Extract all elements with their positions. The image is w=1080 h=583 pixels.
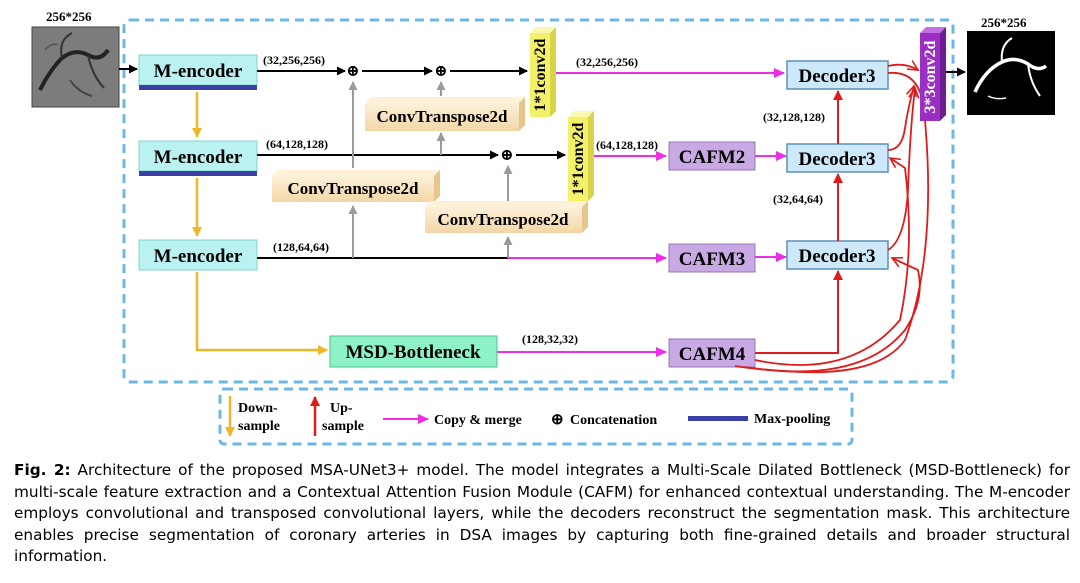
conv-transpose-3-label: ConvTranspose2d [438,210,570,229]
legend: Down- sample Up- sample Copy & merge ⊕ C… [225,396,830,437]
figure-caption: Fig. 2: Architecture of the proposed MSA… [14,460,1070,568]
concat-node: ⊕ [500,147,513,164]
dim-enc2-out: (64,128,128) [266,137,328,151]
dim-dec3-up: (32,64,64) [773,192,823,206]
conv-transpose-2-label: ConvTranspose2d [288,179,420,198]
caption-label: Fig. 2: [14,461,71,479]
decoder-1-label: Decoder3 [798,66,875,87]
legend-maxpool-text: Max-pooling [754,412,830,427]
upsample-curve [887,65,918,70]
conv-transpose-1-label: ConvTranspose2d [377,107,509,126]
cafm4-label: CAFM4 [679,344,746,365]
dim-bottleneck-out: (128,32,32) [522,332,578,346]
concat-node: ⊕ [346,63,359,80]
conv-transpose-block-3: ConvTranspose2d [425,201,588,233]
bottleneck-label: MSD-Bottleneck [345,342,481,363]
conv1x1-2-label: 1*1conv2d [570,122,587,195]
legend-copy-text: Copy & merge [434,413,522,428]
concat-node: ⊕ [434,63,447,80]
cafm4-block: CAFM4 [668,338,756,368]
legend-upsample-text-2: sample [322,419,364,434]
upsample-curve [744,258,921,373]
upsample-curve [754,158,910,366]
upsample-arrow [755,270,843,354]
decoder-2-label: Decoder3 [798,149,875,170]
legend-frame [218,387,854,446]
encoder-1: M-encoder [138,54,258,90]
legend-maxpool-bar [688,416,748,421]
decoder-3-label: Decoder3 [798,246,875,267]
dim-enc1-out: (32,256,256) [263,53,325,67]
legend-concat-text: Concatenation [570,413,657,428]
decoder-3: Decoder3 [786,240,889,270]
maxpool-bar [139,85,257,90]
architecture-diagram: 256*256 256*256 M-encoder M-encoder M-en… [31,9,1055,446]
cafm3-block: CAFM3 [668,243,756,273]
downsample-arrow [195,272,328,355]
legend-downsample-text-1: Down- [238,401,278,416]
upsample-curve [887,88,915,251]
caption-text: Architecture of the proposed MSA-UNet3+ … [14,461,1070,565]
msd-bottleneck-block: MSD-Bottleneck [329,335,498,368]
cafm3-label: CAFM3 [679,249,745,270]
legend-concat-symbol: ⊕ [551,412,564,428]
maxpool-bar [139,171,257,176]
decoder-1: Decoder3 [786,60,889,90]
input-size-label: 256*256 [46,9,92,24]
upsample-curve [887,86,914,151]
conv-transpose-block-1: ConvTranspose2d [365,97,525,131]
encoder-3: M-encoder [138,239,258,271]
dim-conv2-out: (64,128,128) [596,138,658,152]
conv3x3-label: 3*3conv2d [922,40,939,113]
encoder-3-label: M-encoder [154,246,243,267]
output-size-label: 256*256 [981,15,1027,30]
decoder-2: Decoder3 [786,143,889,173]
conv1x1-1-label: 1*1conv2d [532,38,549,111]
legend-downsample-text-2: sample [238,419,280,434]
input-image [31,26,120,108]
cafm2-block: CAFM2 [668,141,756,171]
cafm2-label: CAFM2 [679,147,745,168]
conv-transpose-block-2: ConvTranspose2d [272,170,440,202]
encoder-2: M-encoder [138,140,258,176]
model-frame [122,18,955,384]
encoder-2-label: M-encoder [154,147,243,168]
encoder-1-label: M-encoder [154,61,243,82]
conv3x3-block: 3*3conv2d [920,27,946,121]
legend-upsample-text-1: Up- [330,401,353,416]
dim-enc3-out: (128,64,64) [273,240,329,254]
conv1x1-block-2: 1*1conv2d [568,111,594,201]
conv1x1-block-1: 1*1conv2d [530,27,556,117]
dim-conv1-out: (32,256,256) [576,55,638,69]
output-image [967,31,1055,115]
dim-dec2-up: (32,128,128) [763,110,825,124]
